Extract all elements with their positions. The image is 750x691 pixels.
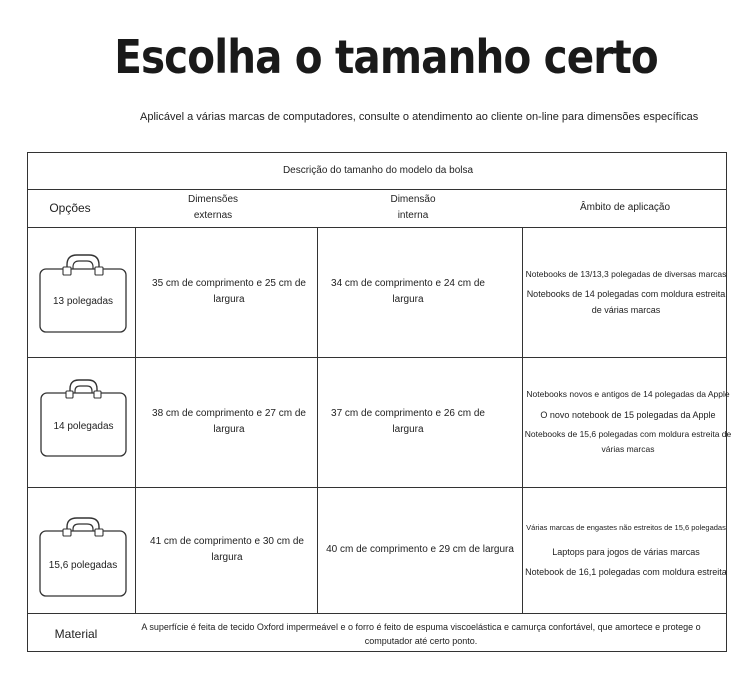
bag-15: 15,6 polegadas	[39, 517, 127, 597]
bag-13: 13 polegadas	[39, 253, 127, 333]
page-title: Escolha o tamanho certo	[114, 30, 658, 84]
page-subtitle: Aplicável a várias marcas de computadore…	[140, 111, 699, 123]
scope-line: Notebooks de 14 polegadas com moldura es…	[526, 289, 726, 299]
divider	[135, 227, 136, 613]
laptop-bag-icon	[39, 517, 127, 597]
bag-14: 14 polegadas	[40, 379, 127, 457]
scope-line: Notebooks novos e antigos de 14 polegada…	[526, 389, 730, 399]
divider	[28, 487, 726, 488]
external-dimension: 41 cm de comprimento e 30 cm de largura	[150, 536, 304, 563]
external-dimension: 35 cm de comprimento e 25 cm de largura	[152, 278, 306, 305]
scope-cell: Notebooks de 13/13,3 polegadas de divers…	[518, 227, 734, 357]
laptop-bag-icon	[39, 254, 127, 333]
internal-dimension: 37 cm de comprimento e 26 cm de largura	[331, 408, 485, 435]
divider	[28, 227, 726, 228]
scope-line: Notebooks de 13/13,3 polegadas de divers…	[525, 269, 727, 279]
divider	[522, 227, 523, 613]
scope-line: O novo notebook de 15 polegadas da Apple	[540, 410, 716, 420]
scope-line: Laptops para jogos de várias marcas	[552, 547, 700, 557]
internal-dimension: 40 cm de comprimento e 29 cm de largura	[326, 544, 514, 555]
divider	[317, 227, 318, 613]
divider	[28, 613, 726, 614]
scope-line: de várias marcas	[591, 305, 661, 315]
header-internal-line1: Dimensão	[390, 194, 436, 205]
size-label: 14 polegadas	[53, 420, 114, 432]
scope-line: Várias marcas de engastes não estreitos …	[526, 523, 726, 532]
scope-line: Notebook de 16,1 polegadas com moldura e…	[525, 567, 727, 577]
internal-dimension: 34 cm de comprimento e 24 cm de largura	[331, 278, 485, 305]
header-external-line2: externas	[193, 210, 233, 221]
scope-line: várias marcas	[601, 444, 655, 454]
size-table: Descrição do tamanho do modelo da bolsa …	[27, 152, 731, 653]
scope-line: Notebooks de 15,6 polegadas com moldura …	[524, 429, 732, 439]
header-internal-line2: interna	[397, 210, 429, 221]
header-external-line1: Dimensões	[187, 194, 239, 205]
divider	[28, 189, 726, 190]
divider	[28, 357, 726, 358]
material-line2: computador até certo ponto.	[364, 636, 478, 646]
material-label: Material	[54, 627, 98, 641]
scope-cell: Notebooks novos e antigos de 14 polegada…	[518, 357, 738, 487]
scope-cell: Várias marcas de engastes não estreitos …	[518, 487, 734, 613]
header-internal: Dimensão interna	[338, 189, 488, 227]
size-label: 15,6 polegadas	[48, 559, 118, 571]
header-options: Opções	[49, 201, 91, 215]
external-dimension: 38 cm de comprimento e 27 cm de largura	[152, 408, 306, 435]
material-description: A superfície é feita de tecido Oxford im…	[118, 615, 724, 653]
size-label: 13 polegadas	[52, 295, 114, 307]
material-line1: A superfície é feita de tecido Oxford im…	[141, 622, 701, 632]
table-caption: Descrição do tamanho do modelo da bolsa	[282, 165, 474, 176]
header-external: Dimensões externas	[138, 189, 288, 227]
header-scope: Âmbito de aplicação	[579, 202, 671, 213]
laptop-bag-icon	[40, 379, 127, 457]
